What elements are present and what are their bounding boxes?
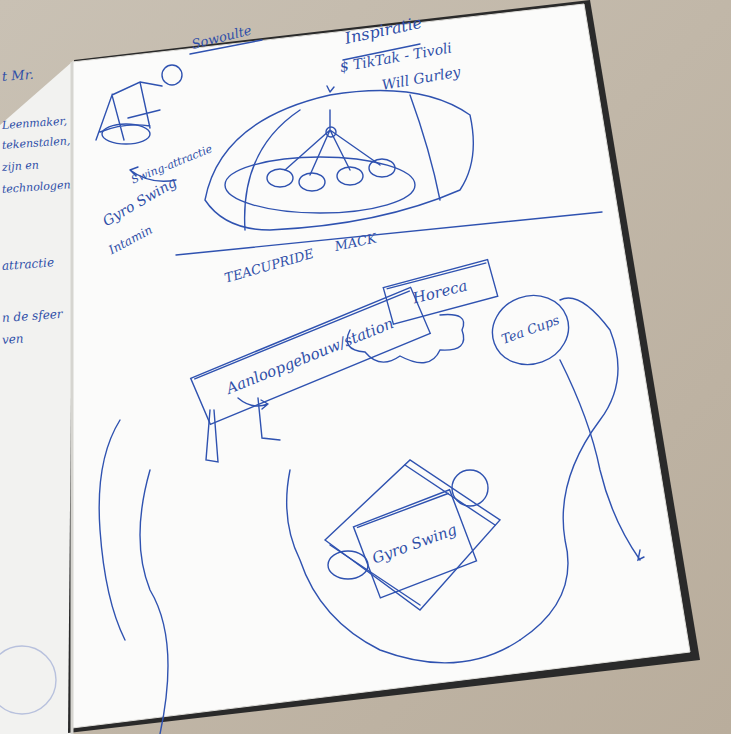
- handwritten-note: t Mr.: [2, 68, 35, 84]
- node-texts: Tea Cups: [500, 313, 562, 347]
- path-line: [520, 298, 618, 640]
- right-page: [72, 4, 690, 728]
- path-end: [638, 550, 644, 560]
- page-fold: [71, 62, 74, 734]
- path-line: [140, 470, 168, 734]
- outline-rect: [190, 287, 431, 425]
- divider-line: [176, 212, 602, 255]
- teacup: [299, 173, 325, 191]
- dome-top: [327, 86, 334, 92]
- swing-gondola: [162, 65, 182, 85]
- teacup: [369, 159, 395, 177]
- node-label: Gyro Swing: [370, 521, 459, 567]
- node-texts: Gyro Swing: [370, 521, 459, 567]
- plot-outline: [325, 460, 500, 610]
- teacup-arms: [285, 110, 380, 175]
- swing-sketch: [96, 82, 162, 140]
- teacup-hub: [326, 127, 336, 137]
- node-texts: Horeca: [411, 277, 469, 306]
- path-line: [287, 470, 520, 663]
- notebook-cover: [68, 0, 700, 733]
- teacup-platform: [225, 157, 415, 213]
- teacup-dome: [205, 91, 473, 231]
- teacup: [267, 169, 293, 187]
- plot-circle: [452, 470, 488, 506]
- plot-circle: [328, 551, 368, 579]
- show-through: [0, 646, 56, 714]
- path-line: [99, 420, 125, 640]
- station-legs: [206, 398, 280, 462]
- swing-base: [102, 124, 150, 144]
- left-page: [0, 62, 72, 734]
- handwritten-note: ven: [2, 333, 24, 348]
- plot-outline: [330, 465, 495, 605]
- outline-ellipse: [483, 285, 579, 375]
- sketch-lines: [0, 40, 644, 734]
- path-line: [560, 360, 640, 560]
- node-label: Horeca: [411, 277, 469, 306]
- teacup: [337, 167, 363, 185]
- node-label: Tea Cups: [500, 313, 562, 347]
- outline-rect: [383, 259, 498, 324]
- outline-rect: [353, 489, 477, 598]
- handwritten-note: zijn en: [2, 159, 40, 174]
